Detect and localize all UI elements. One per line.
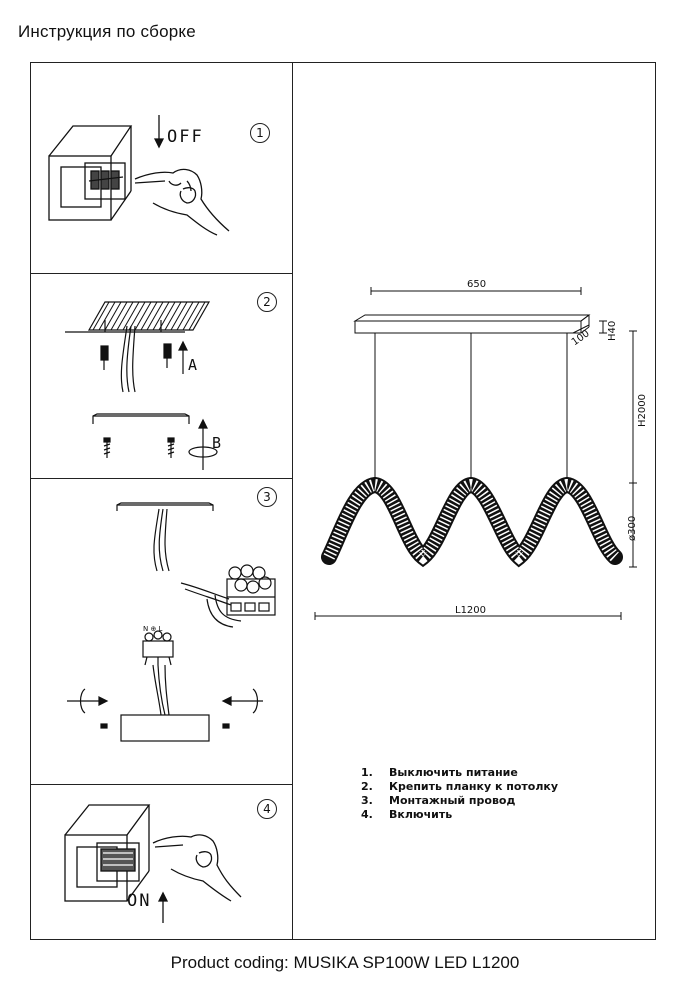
- step-number-4: 4: [257, 799, 277, 819]
- step-number-2: 2: [257, 292, 277, 312]
- page-title: Инструкция по сборке: [18, 22, 196, 41]
- list-item: 3.Монтажный провод: [361, 794, 516, 807]
- instruction-list: 1.Выключить питание 2.Крепить планку к п…: [361, 766, 558, 822]
- step-3-panel: N ⊕ L 3: [31, 479, 292, 785]
- step-1-panel: OFF 1: [31, 63, 292, 274]
- product-drawing-column: 650 H40 100 H2000 ø300 L1200 1.Выключить…: [293, 63, 655, 939]
- svg-text:N ⊕ L: N ⊕ L: [143, 625, 163, 633]
- dimension-diameter: ø300: [627, 516, 638, 541]
- dimension-height-total: H2000: [637, 394, 648, 427]
- wiring-illustration: N ⊕ L: [67, 502, 276, 742]
- list-item: 2.Крепить планку к потолку: [361, 780, 559, 793]
- on-label: ON: [127, 891, 152, 911]
- list-item: 1.Выключить питание: [361, 766, 518, 779]
- dimension-length: L1200: [455, 605, 486, 616]
- instruction-frame: OFF 1: [30, 62, 656, 940]
- step-4-panel: ON 4: [31, 785, 292, 940]
- product-dimension-drawing: 650 H40 100 H2000 ø300 L1200: [314, 279, 648, 620]
- off-label: OFF: [167, 127, 204, 147]
- switch-on-illustration: [64, 804, 242, 923]
- dimension-height-base: H40: [607, 321, 618, 341]
- switch-off-illustration: [48, 115, 230, 236]
- step-2-panel: A B 2: [31, 274, 292, 479]
- arrow-a-label: A: [188, 356, 200, 374]
- ceiling-mount-illustration: [65, 301, 218, 470]
- dimension-width: 650: [467, 279, 486, 290]
- list-item: 4.Включить: [361, 808, 453, 821]
- arrow-b-label: B: [212, 434, 224, 452]
- product-code-footer: Product coding: MUSIKA SP100W LED L1200: [170, 953, 520, 972]
- step-number-3: 3: [257, 487, 277, 507]
- step-number-1: 1: [250, 123, 270, 143]
- steps-column: OFF 1: [31, 63, 293, 939]
